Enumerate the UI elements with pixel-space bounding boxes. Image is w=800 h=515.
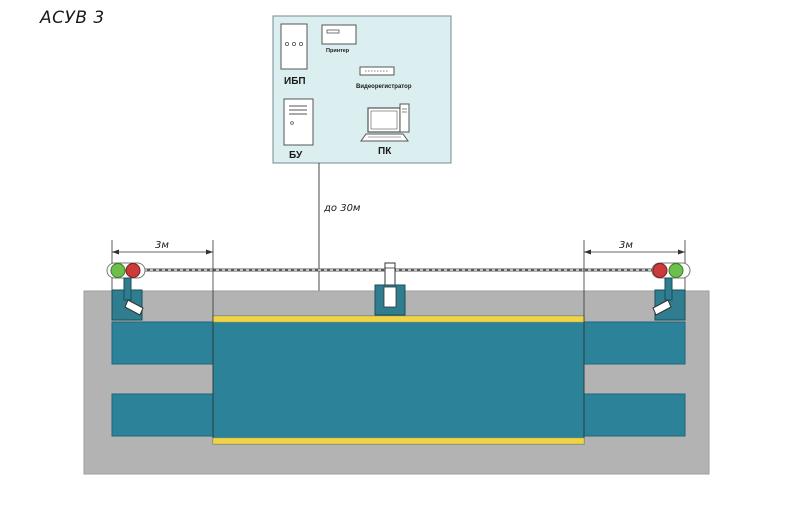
dimension-right-label: 3м	[619, 240, 633, 251]
diagram-title: АСУВ 3	[40, 8, 105, 28]
traffic-light-right	[651, 262, 691, 279]
yellow-strip-bottom	[212, 437, 585, 445]
dvr-label: Видеорегистратор	[356, 84, 412, 90]
cable-length-label: до 30м	[323, 203, 361, 214]
weighing-platform	[212, 315, 585, 445]
ramp-left-bottom	[111, 393, 214, 437]
printer-label: Принтер	[326, 48, 350, 54]
ramp-left-top	[111, 321, 214, 365]
pc-icon	[360, 103, 410, 142]
ups-label: ИБП	[284, 76, 306, 87]
camera-right	[652, 277, 686, 321]
dimension-left: 3м	[112, 240, 213, 255]
green-light-icon	[668, 263, 684, 278]
pc-label: ПК	[378, 146, 392, 157]
printer-icon	[321, 24, 357, 45]
red-light-icon	[652, 263, 668, 278]
ramp-right-bottom	[583, 393, 686, 437]
control-unit-icon	[283, 98, 314, 146]
dimension-left-label: 3м	[155, 240, 169, 251]
control-unit-label: БУ	[289, 150, 303, 161]
center-sensor	[374, 262, 406, 316]
green-light-icon	[110, 263, 126, 278]
camera-icon	[124, 299, 144, 316]
ups-icon	[280, 23, 308, 70]
traffic-light-left	[106, 262, 146, 279]
yellow-strip-top	[212, 315, 585, 323]
dvr-icon	[359, 66, 395, 76]
camera-icon	[652, 299, 672, 316]
ramp-right-top	[583, 321, 686, 365]
red-light-icon	[125, 263, 141, 278]
dimension-right: 3м	[584, 240, 685, 255]
camera-left	[111, 277, 144, 321]
control-room: ИБП Принтер Видеорегистратор БУ	[272, 15, 452, 164]
